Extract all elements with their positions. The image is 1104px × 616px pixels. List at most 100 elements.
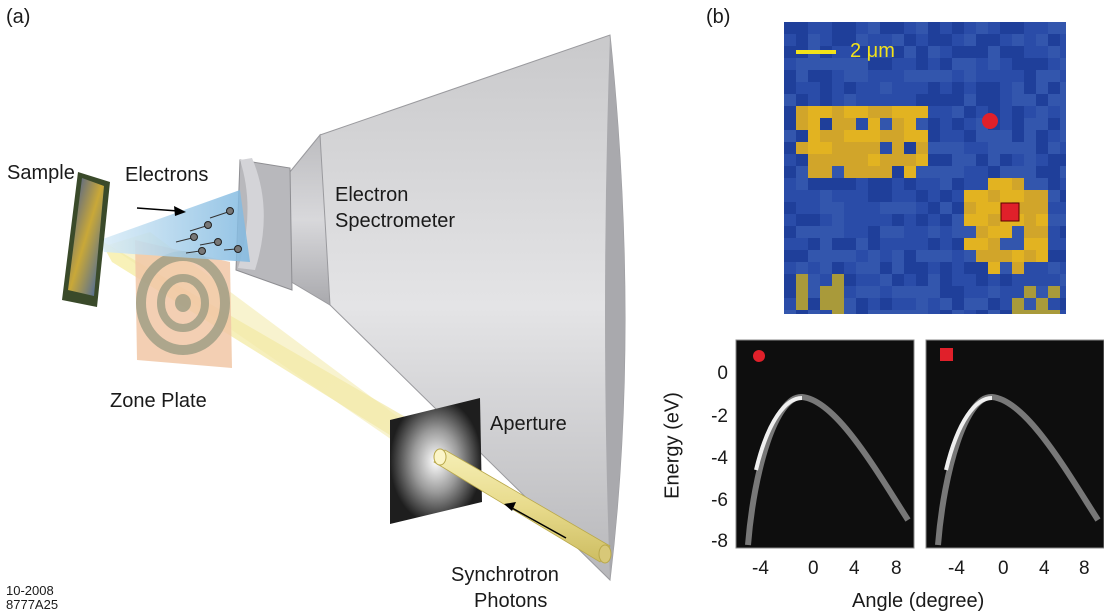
- map-pixel: [928, 310, 940, 314]
- map-pixel: [988, 238, 1000, 250]
- map-pixel: [1012, 238, 1024, 250]
- map-pixel: [952, 202, 964, 214]
- map-pixel: [892, 58, 904, 70]
- map-pixel: [1012, 106, 1024, 118]
- electrons-arrow: [136, 206, 186, 216]
- map-pixel: [1060, 106, 1066, 118]
- spectrum-square-marker: [940, 348, 953, 361]
- x-tick-label-left: 0: [808, 558, 819, 579]
- map-pixel: [940, 202, 952, 214]
- map-pixel: [844, 310, 856, 314]
- map-pixel: [784, 166, 796, 178]
- map-pixel: [856, 58, 868, 70]
- map-pixel: [1024, 94, 1036, 106]
- map-pixel: [1060, 226, 1066, 238]
- map-pixel: [928, 82, 940, 94]
- map-pixel: [844, 298, 856, 310]
- map-pixel: [988, 22, 1000, 34]
- map-pixel: [868, 190, 880, 202]
- map-pixel: [928, 166, 940, 178]
- map-pixel: [808, 310, 820, 314]
- map-pixel: [856, 202, 868, 214]
- map-pixel: [832, 286, 844, 298]
- map-pixel: [892, 46, 904, 58]
- map-pixel: [976, 82, 988, 94]
- map-pixel: [964, 46, 976, 58]
- map-pixel: [832, 190, 844, 202]
- map-pixel: [808, 250, 820, 262]
- map-pixel: [892, 298, 904, 310]
- map-pixel: [808, 106, 820, 118]
- map-pixel: [988, 82, 1000, 94]
- map-pixel: [892, 250, 904, 262]
- map-pixel: [1060, 94, 1066, 106]
- map-pixel: [784, 82, 796, 94]
- map-pixel: [844, 166, 856, 178]
- panel-a-letter: (a): [6, 6, 31, 28]
- map-pixel: [880, 34, 892, 46]
- map-pixel: [952, 190, 964, 202]
- map-pixel: [916, 46, 928, 58]
- map-pixel: [892, 34, 904, 46]
- map-pixel: [868, 262, 880, 274]
- map-pixel: [808, 118, 820, 130]
- map-pixel: [1036, 202, 1048, 214]
- map-pixel: [1048, 274, 1060, 286]
- map-pixel: [892, 262, 904, 274]
- map-pixel: [988, 154, 1000, 166]
- circle-marker: [982, 113, 998, 129]
- map-pixel: [880, 238, 892, 250]
- map-pixel: [1048, 94, 1060, 106]
- map-pixel: [1024, 202, 1036, 214]
- map-pixel: [832, 250, 844, 262]
- map-pixel: [916, 274, 928, 286]
- map-pixel: [952, 34, 964, 46]
- map-pixel: [1024, 166, 1036, 178]
- map-pixel: [1048, 130, 1060, 142]
- map-pixel: [880, 166, 892, 178]
- map-pixel: [856, 166, 868, 178]
- map-pixel: [1012, 274, 1024, 286]
- map-pixel: [1036, 238, 1048, 250]
- map-pixel: [988, 274, 1000, 286]
- map-pixel: [784, 70, 796, 82]
- map-pixel: [940, 262, 952, 274]
- map-pixel: [820, 238, 832, 250]
- map-pixel: [928, 34, 940, 46]
- map-pixel: [1048, 106, 1060, 118]
- map-pixel: [820, 286, 832, 298]
- photons-label: Photons: [474, 590, 548, 612]
- map-pixel: [1036, 214, 1048, 226]
- map-pixel: [1012, 226, 1024, 238]
- map-pixel: [916, 94, 928, 106]
- map-pixel: [784, 22, 796, 34]
- map-pixel: [928, 178, 940, 190]
- map-pixel: [1048, 250, 1060, 262]
- map-pixel: [1060, 190, 1066, 202]
- map-pixel: [964, 274, 976, 286]
- map-pixel: [976, 214, 988, 226]
- aperture-label: Aperture: [490, 413, 567, 435]
- map-pixel: [1024, 250, 1036, 262]
- map-pixel: [952, 22, 964, 34]
- map-pixel: [868, 58, 880, 70]
- map-pixel: [1024, 238, 1036, 250]
- map-pixel: [892, 178, 904, 190]
- map-pixel: [832, 166, 844, 178]
- map-pixel: [1000, 190, 1012, 202]
- map-pixel: [904, 70, 916, 82]
- map-pixel: [892, 226, 904, 238]
- map-pixel: [1036, 154, 1048, 166]
- figure-code: 8777A25: [6, 597, 59, 612]
- map-pixel: [940, 58, 952, 70]
- map-pixel: [1024, 22, 1036, 34]
- map-pixel: [976, 58, 988, 70]
- map-pixel: [952, 238, 964, 250]
- map-pixel: [880, 130, 892, 142]
- map-pixel: [1012, 82, 1024, 94]
- map-pixel: [1036, 58, 1048, 70]
- map-pixel: [856, 70, 868, 82]
- map-pixel: [964, 22, 976, 34]
- map-pixel: [988, 190, 1000, 202]
- map-pixel: [940, 82, 952, 94]
